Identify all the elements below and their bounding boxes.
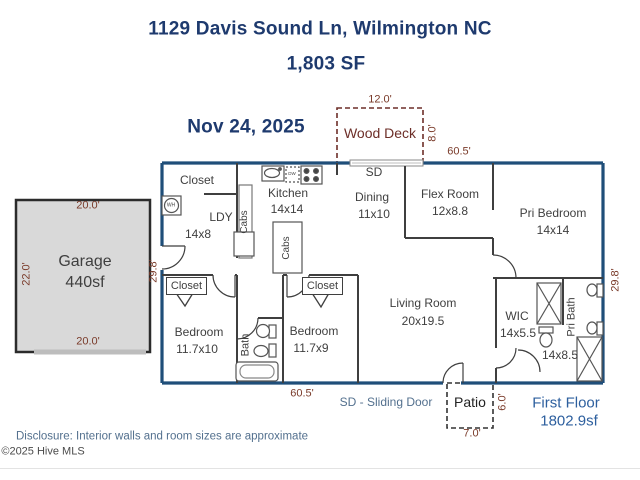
bedroom-left-label: Bedroom bbox=[174, 325, 224, 339]
flex-room-size: 12x8.8 bbox=[431, 204, 469, 218]
house-left-height-dim: 29.8' bbox=[147, 259, 160, 283]
living-room-size: 20x19.5 bbox=[401, 314, 445, 328]
garage-label: Garage bbox=[58, 253, 112, 270]
laundry-label: LDY bbox=[209, 210, 233, 224]
kitchen-size: 14x14 bbox=[270, 202, 304, 216]
patio-outline bbox=[446, 382, 494, 429]
kitchen-label: Kitchen bbox=[267, 186, 309, 200]
garage-size: 440sf bbox=[65, 274, 105, 291]
bedroom-mid-closet-label: Closet bbox=[306, 280, 339, 292]
living-room-label: Living Room bbox=[389, 296, 457, 310]
house-right-height-dim: 29.8' bbox=[609, 268, 622, 292]
wic-size: 14x5.5 bbox=[499, 326, 537, 340]
copyright-text: ©2025 Hive MLS bbox=[1, 445, 85, 458]
wall-cabinets-marker: Cabs bbox=[239, 210, 250, 234]
plan-date: Nov 24, 2025 bbox=[187, 116, 305, 138]
pri-bedroom-size: 14x14 bbox=[536, 223, 570, 237]
bedroom-left-closet-tag: Closet bbox=[166, 277, 207, 295]
first-floor-label: First Floor bbox=[532, 394, 600, 412]
garage-outline bbox=[14, 198, 152, 355]
deck-depth-dim: 8.0' bbox=[426, 124, 439, 142]
first-floor-area: 1802.9sf bbox=[540, 412, 598, 430]
total-area: 1,803 SF bbox=[286, 53, 366, 75]
dining-size: 11x10 bbox=[358, 207, 390, 221]
pri-bath-label: Pri Bath bbox=[565, 297, 578, 337]
bedroom-mid-label: Bedroom bbox=[289, 324, 339, 338]
house-top-width-dim: 60.5' bbox=[447, 145, 471, 158]
pri-bath-size: 14x8.5 bbox=[541, 348, 579, 362]
door-swings bbox=[161, 245, 541, 384]
bath-label: Bath bbox=[239, 333, 252, 357]
sliding-door bbox=[349, 159, 424, 167]
wood-deck-outline bbox=[336, 107, 424, 164]
bedroom-left-closet-label: Closet bbox=[170, 280, 203, 292]
dishwasher-marker: DW bbox=[288, 170, 296, 176]
dining-label: Dining bbox=[354, 190, 390, 204]
laundry-size: 14x8 bbox=[184, 227, 212, 241]
sliding-door-legend: SD - Sliding Door bbox=[339, 395, 433, 409]
patio-width-dim: 7.0' bbox=[463, 427, 481, 440]
wood-deck-label: Wood Deck bbox=[343, 125, 417, 141]
flex-room-label: Flex Room bbox=[420, 187, 480, 201]
patio-depth-dim: 6.0' bbox=[496, 393, 509, 411]
bedroom-mid-closet-tag: Closet bbox=[302, 277, 343, 295]
sliding-door-marker: SD bbox=[365, 165, 383, 179]
bedroom-mid-size: 11.7x9 bbox=[293, 341, 329, 355]
disclosure-text: Disclosure: Interior walls and room size… bbox=[15, 430, 309, 443]
garage-top-dim: 20.0' bbox=[76, 199, 100, 212]
wic-label: WIC bbox=[505, 309, 529, 323]
water-heater-marker: WH bbox=[166, 202, 176, 209]
pri-bedroom-label: Pri Bedroom bbox=[519, 206, 587, 220]
patio-label: Patio bbox=[454, 394, 486, 410]
bedroom-left-size: 11.7x10 bbox=[176, 342, 218, 356]
deck-width-dim: 12.0' bbox=[368, 93, 392, 106]
garage-bottom-dim: 20.0' bbox=[76, 335, 100, 348]
garage-left-dim: 22.0' bbox=[20, 262, 33, 286]
entry-closet-label: Closet bbox=[179, 173, 215, 187]
window-bottom-edge bbox=[0, 468, 640, 469]
island-cabinets-marker: Cabs bbox=[281, 236, 292, 260]
fixtures bbox=[161, 165, 604, 382]
house-bottom-width-dim: 60.5' bbox=[290, 387, 314, 400]
exterior-walls bbox=[160, 161, 605, 385]
closet-callout-pointers bbox=[175, 292, 330, 309]
page-title: 1129 Davis Sound Ln, Wilmington NC bbox=[148, 18, 492, 40]
